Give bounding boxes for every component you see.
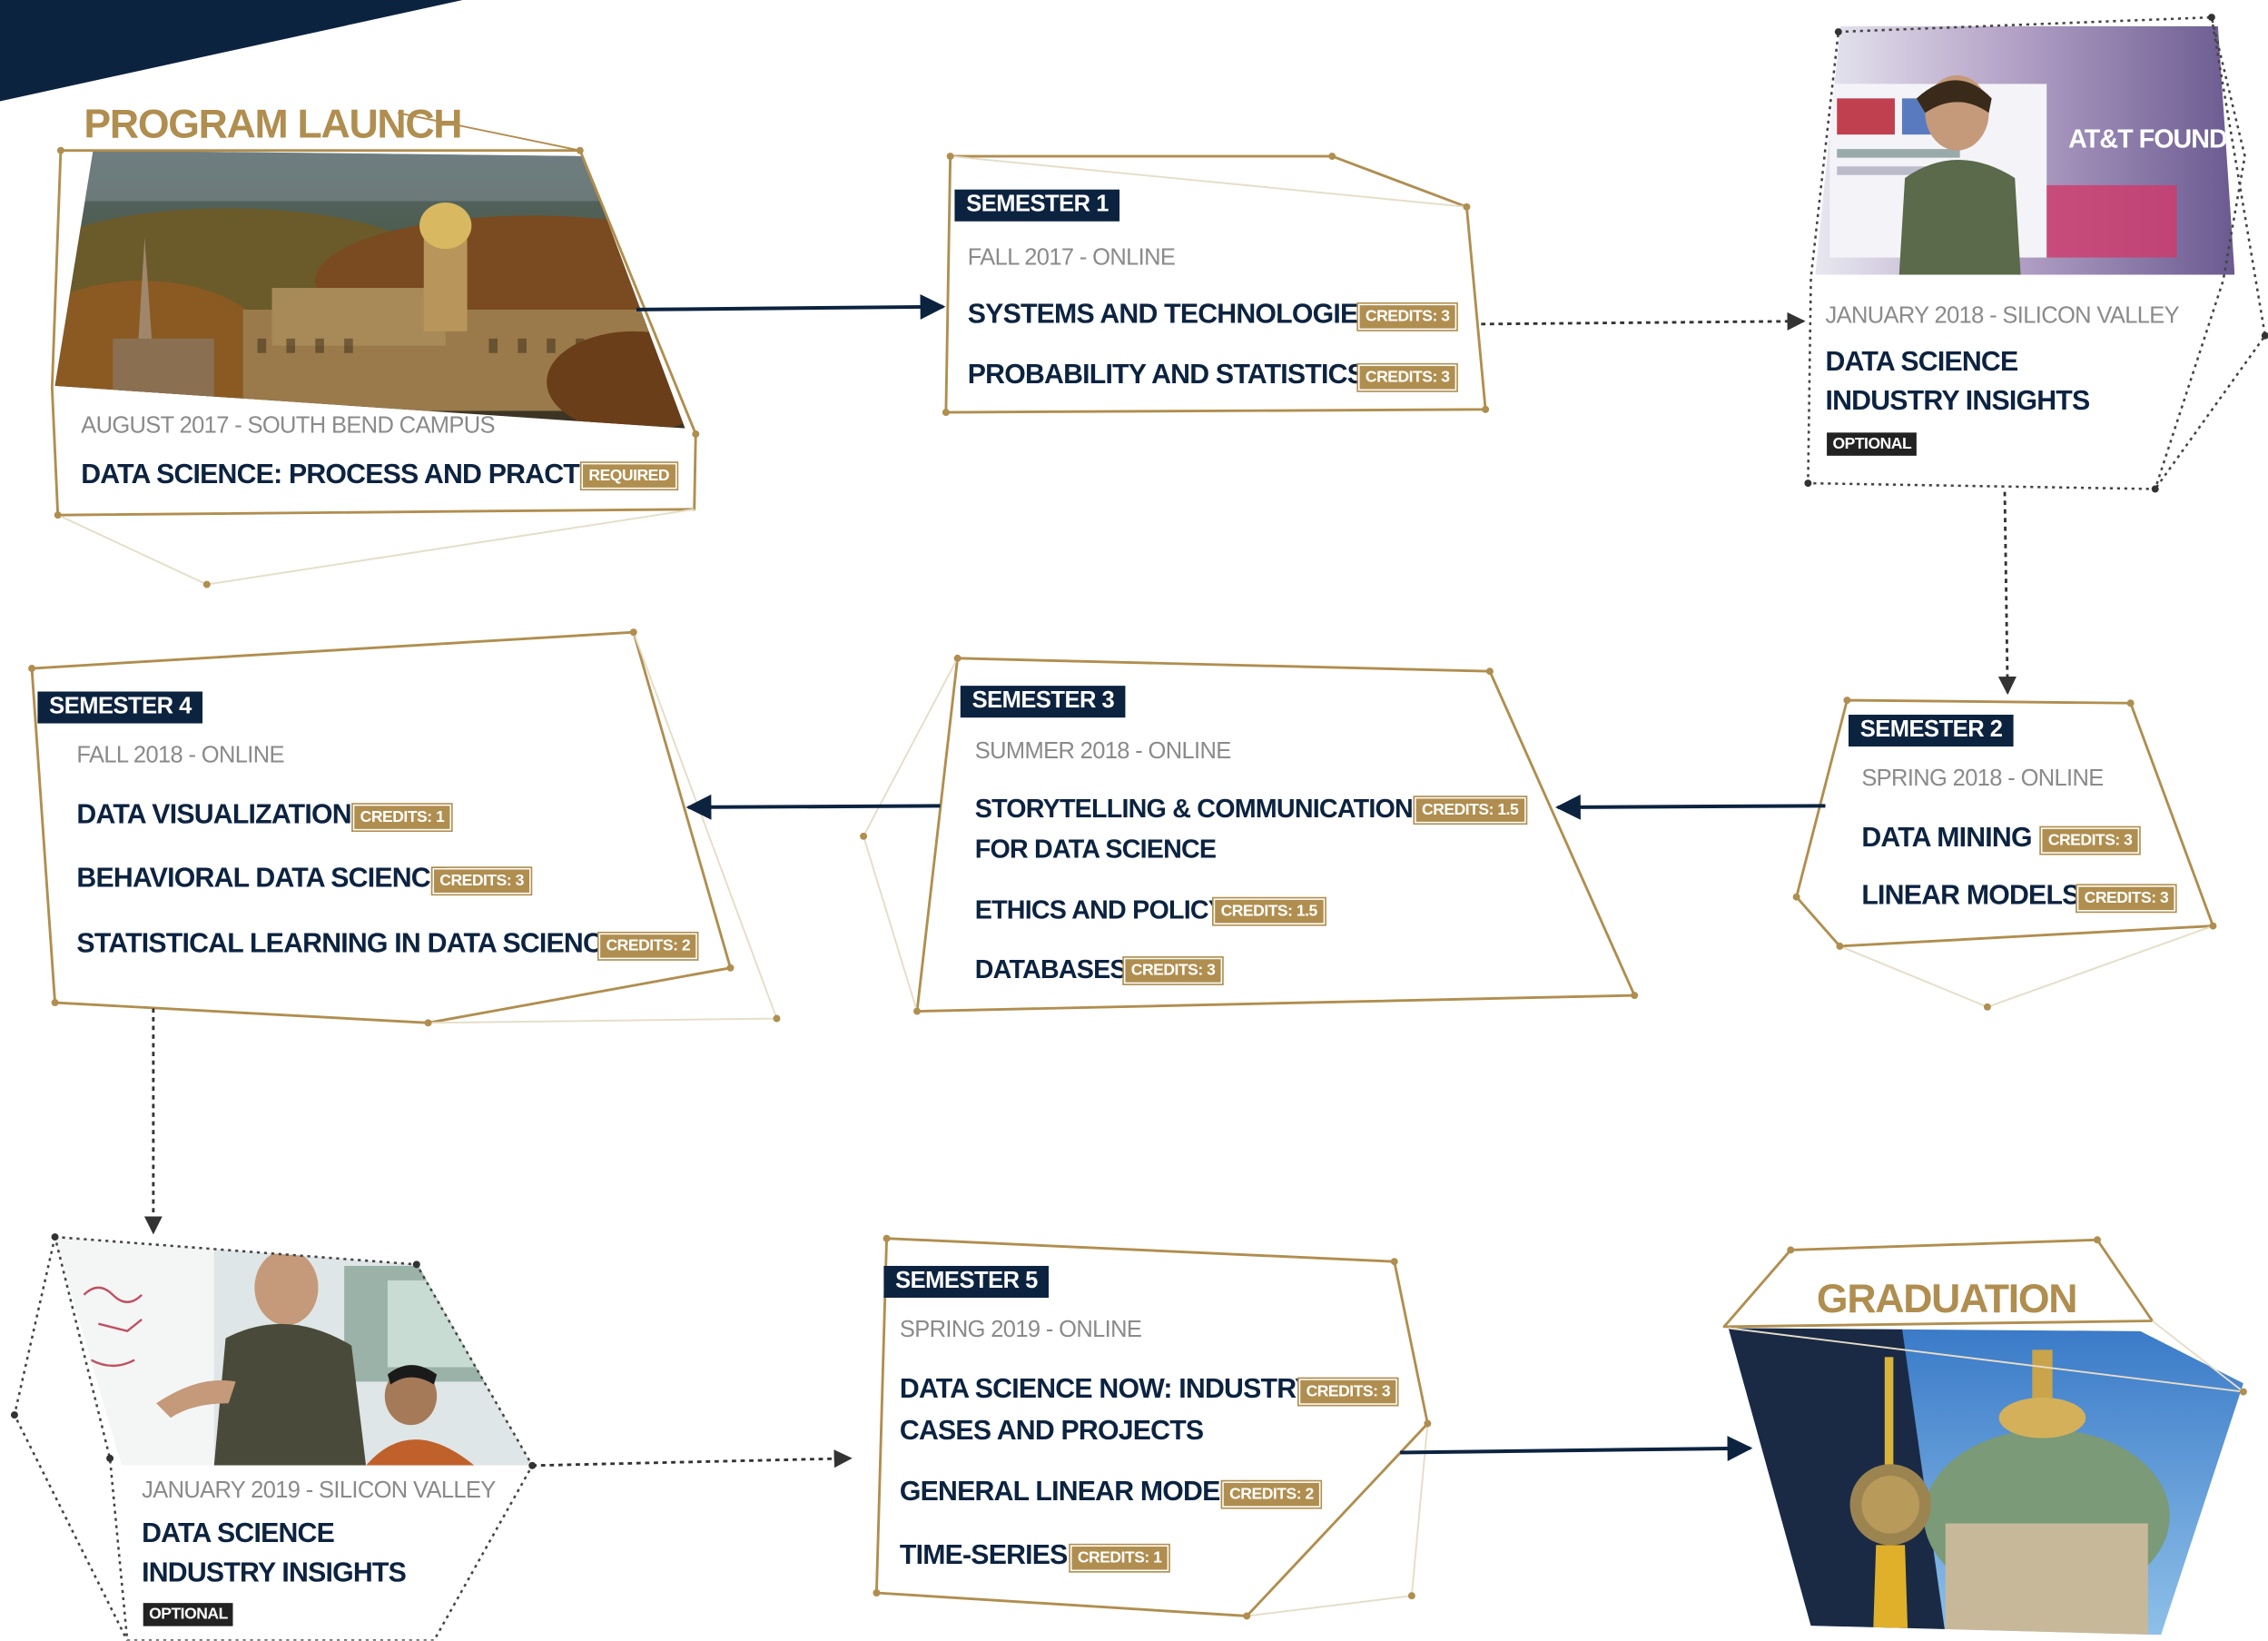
campus-photo (54, 150, 685, 429)
semester3-course-3: DATABASES (974, 954, 1128, 984)
arrow-sem5-to-graduation (1400, 1436, 1753, 1461)
arrow-sem3-to-sem4 (685, 794, 941, 820)
semester5-credits-2: CREDITS: 2 (1220, 1479, 1323, 1509)
semester2-label: SEMESTER 2 (1848, 714, 2015, 747)
att-foundry-text: AT&T FOUNDRY (2068, 124, 2234, 153)
semester3-course-1-line1: STORYTELLING & COMMUNICATIONS (974, 794, 1430, 824)
launch-title: PROGRAM LAUNCH (84, 101, 462, 146)
industry-photo-1: AT&T FOUNDRY (1815, 25, 2235, 275)
semester1-course-2: PROBABILITY AND STATISTICS (967, 360, 1366, 391)
semester4-label: SEMESTER 4 (37, 691, 203, 724)
launch-subtitle: AUGUST 2017 - SOUTH BEND CAMPUS (81, 413, 495, 439)
semester1-credits-2: CREDITS: 3 (1356, 362, 1459, 392)
launch-course: DATA SCIENCE: PROCESS AND PRACTICE (81, 460, 624, 491)
arrow-insights2-to-sem5 (532, 1449, 853, 1468)
semester3-label: SEMESTER 3 (960, 686, 1127, 718)
insights2-subtitle: JANUARY 2019 - SILICON VALLEY (142, 1478, 496, 1504)
semester2-subtitle: SPRING 2018 - ONLINE (1861, 766, 2104, 792)
semester4-credits-1: CREDITS: 1 (351, 803, 453, 833)
semester5-subtitle: SPRING 2019 - ONLINE (899, 1318, 1142, 1343)
industry-photo-2 (54, 1237, 533, 1466)
arrow-launch-to-sem1 (636, 294, 946, 320)
corner-banner (0, 0, 463, 102)
semester5-course-1-line2: CASES AND PROJECTS (899, 1416, 1204, 1448)
graduation-title: GRADUATION (1816, 1276, 2078, 1321)
semester5-course-2: GENERAL LINEAR MODELS (899, 1477, 1254, 1508)
insights2-title-line2: INDUSTRY INSIGHTS (142, 1557, 407, 1589)
insights1-title-line1: DATA SCIENCE (1825, 347, 2018, 378)
semester1-label: SEMESTER 1 (954, 189, 1120, 222)
semester3-credits-1: CREDITS: 1.5 (1413, 796, 1527, 825)
semester2-course-2: LINEAR MODELS (1861, 881, 2080, 912)
insights2-optional-badge: OPTIONAL (143, 1603, 234, 1626)
semester3-course-1-line2: FOR DATA SCIENCE (974, 835, 1217, 865)
semester5-course-3: TIME-SERIES (899, 1540, 1068, 1572)
semester3-subtitle: SUMMER 2018 - ONLINE (974, 739, 1232, 765)
semester5-credits-3: CREDITS: 1 (1069, 1543, 1171, 1573)
semester4-course-3: STATISTICAL LEARNING IN DATA SCIENCE (76, 928, 620, 960)
semester2-credits-2: CREDITS: 3 (2076, 884, 2177, 914)
required-badge: REQUIRED (579, 461, 678, 491)
semester5-frame (874, 1237, 1429, 1617)
semester1-frame (944, 154, 1487, 414)
semester4-frame (30, 630, 732, 1024)
arrow-sem2-to-sem3 (1554, 794, 1826, 820)
semester2-course-1: DATA MINING (1861, 823, 2032, 854)
graduation-photo (1728, 1328, 2243, 1636)
semester4-course-1: DATA VISUALIZATION (76, 799, 351, 831)
insights1-optional-badge: OPTIONAL (1827, 432, 1918, 456)
semester3-course-2: ETHICS AND POLICY (974, 895, 1226, 924)
semester4-credits-3: CREDITS: 2 (597, 931, 699, 961)
semester1-credits-1: CREDITS: 3 (1356, 302, 1459, 331)
semester5-course-1-line1: DATA SCIENCE NOW: INDUSTRY, (899, 1374, 1317, 1405)
semester5-label: SEMESTER 5 (883, 1265, 1050, 1299)
semester3-credits-3: CREDITS: 3 (1122, 956, 1224, 985)
semester4-course-2: BEHAVIORAL DATA SCIENCE (76, 864, 449, 895)
arrow-sem1-to-insights1 (1481, 311, 1806, 331)
semester2-frame (1795, 698, 2214, 948)
insights1-subtitle: JANUARY 2018 - SILICON VALLEY (1825, 303, 2180, 329)
semester1-subtitle: FALL 2017 - ONLINE (967, 245, 1176, 271)
semester1-course-1: SYSTEMS AND TECHNOLOGIES (967, 299, 1376, 331)
semester2-credits-1: CREDITS: 3 (2039, 825, 2141, 855)
arrow-insights1-to-sem2 (1997, 491, 2017, 696)
semester3-credits-2: CREDITS: 1.5 (1212, 896, 1326, 926)
insights2-title-line1: DATA SCIENCE (142, 1518, 335, 1550)
semester4-subtitle: FALL 2018 - ONLINE (76, 743, 284, 768)
semester5-credits-1: CREDITS: 3 (1297, 1377, 1399, 1407)
insights1-title-line2: INDUSTRY INSIGHTS (1825, 386, 2090, 417)
semester4-credits-2: CREDITS: 3 (430, 866, 533, 896)
